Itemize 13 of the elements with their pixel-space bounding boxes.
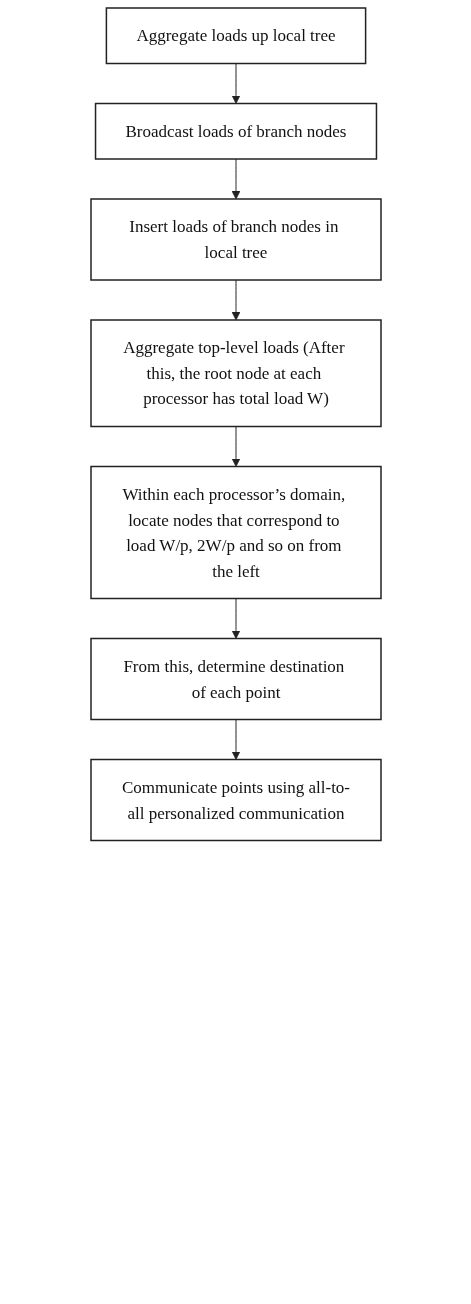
node-box: Broadcast loads of branch nodes — [94, 102, 377, 160]
arrow — [231, 63, 240, 104]
node-box: Aggregate top-level loads (After this, the root node at each processor has total load W) — [89, 319, 382, 428]
node-box: Communicate points using all-to-all personalized communication — [89, 758, 382, 842]
arrow — [231, 426, 240, 467]
arrow — [231, 719, 240, 760]
arrow — [231, 279, 240, 321]
arrow — [231, 598, 240, 639]
node-box: Aggregate loads up local tree — [105, 7, 366, 65]
node-box: Insert loads of branch nodes in local tree — [89, 198, 382, 281]
arrow — [231, 158, 240, 200]
node-box: Within each processor’s domain, locate nodes that correspond to load W/p, 2W/p and so on from the left — [89, 465, 382, 600]
node-box: From this, determine destination of each point — [89, 637, 382, 721]
